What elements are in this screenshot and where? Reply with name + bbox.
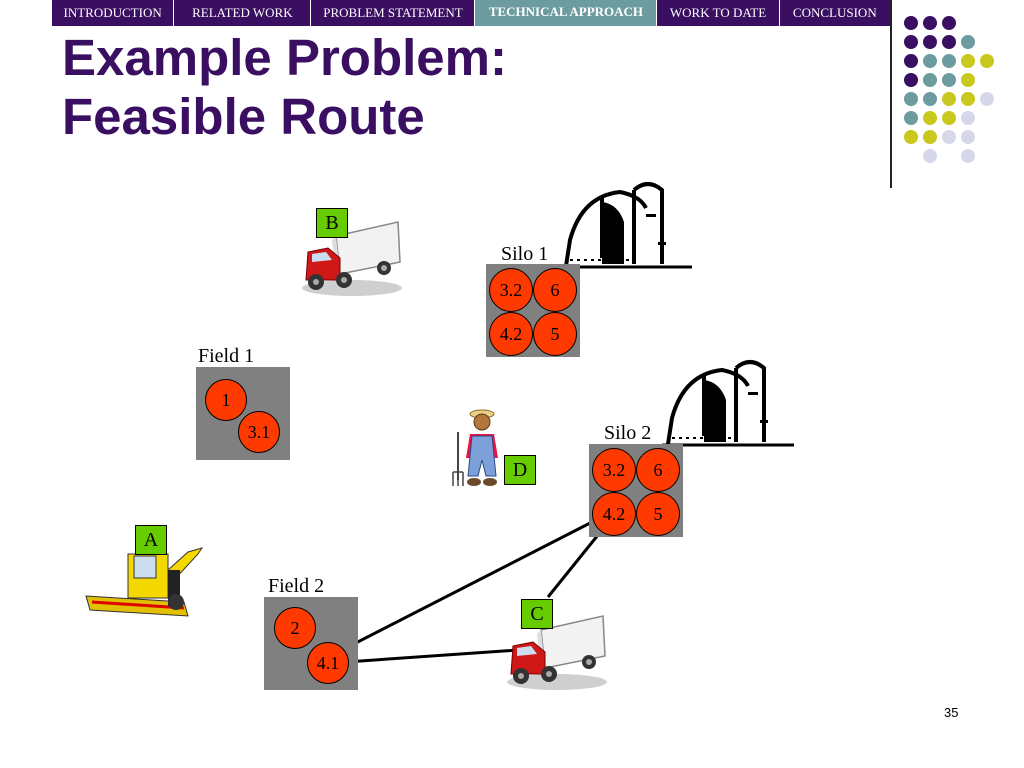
dot bbox=[942, 35, 956, 49]
dot bbox=[923, 54, 937, 68]
task-circle: 5 bbox=[533, 312, 577, 356]
dot bbox=[923, 149, 937, 163]
agent-a-label: A bbox=[135, 525, 167, 555]
dot bbox=[942, 111, 956, 125]
dot bbox=[923, 35, 937, 49]
silo2-label: Silo 2 bbox=[604, 422, 652, 444]
dot bbox=[904, 73, 918, 87]
title-line-2: Feasible Route bbox=[62, 88, 425, 145]
dot bbox=[961, 35, 975, 49]
field1-label: Field 1 bbox=[198, 345, 255, 367]
silo1-task-box: 3.2 6 4.2 5 bbox=[486, 264, 580, 357]
farmer-icon bbox=[452, 409, 498, 486]
task-circle: 2 bbox=[274, 607, 316, 649]
nav-work-to-date[interactable]: WORK TO DATE bbox=[656, 0, 778, 26]
dot bbox=[980, 54, 994, 68]
task-circle: 4.2 bbox=[489, 312, 533, 356]
dot bbox=[961, 111, 975, 125]
silo1-label: Silo 1 bbox=[501, 243, 549, 265]
field1-task-box: 1 3.1 bbox=[196, 367, 290, 460]
dot bbox=[980, 92, 994, 106]
dot bbox=[961, 73, 975, 87]
dot bbox=[961, 92, 975, 106]
nav-problem-statement[interactable]: PROBLEM STATEMENT bbox=[310, 0, 474, 26]
agent-b-label: B bbox=[316, 208, 348, 238]
nav-introduction[interactable]: INTRODUCTION bbox=[63, 5, 162, 20]
task-circle: 4.1 bbox=[307, 642, 349, 684]
task-circle: 5 bbox=[636, 492, 680, 536]
dot bbox=[961, 130, 975, 144]
dot bbox=[923, 92, 937, 106]
dot bbox=[942, 73, 956, 87]
field2-label: Field 2 bbox=[268, 575, 325, 597]
nav-technical-approach[interactable]: TECHNICAL APPROACH bbox=[474, 0, 657, 26]
task-circle: 3.2 bbox=[489, 268, 533, 312]
truck-icon bbox=[302, 221, 402, 296]
dot bbox=[923, 111, 937, 125]
dot bbox=[942, 92, 956, 106]
page-title: Example Problem: Feasible Route bbox=[62, 28, 507, 146]
title-line-1: Example Problem: bbox=[62, 29, 507, 86]
dot bbox=[961, 149, 975, 163]
divider-line bbox=[890, 0, 892, 188]
route-line-field2-truck-c bbox=[345, 648, 519, 664]
task-circle: 1 bbox=[205, 379, 247, 421]
dot bbox=[923, 16, 937, 30]
dot bbox=[904, 111, 918, 125]
dot bbox=[904, 130, 918, 144]
nav-conclusion[interactable]: CONCLUSION bbox=[778, 0, 890, 26]
field2-task-box: 2 4.1 bbox=[264, 597, 358, 690]
dot bbox=[904, 54, 918, 68]
task-circle: 6 bbox=[533, 268, 577, 312]
dot bbox=[904, 16, 918, 30]
dot bbox=[904, 92, 918, 106]
truck-icon bbox=[507, 615, 607, 690]
route-line-field2-silo2 bbox=[345, 518, 597, 650]
page-number: 35 bbox=[944, 705, 959, 720]
dot bbox=[923, 130, 937, 144]
dot bbox=[942, 130, 956, 144]
agent-c-label: C bbox=[521, 599, 553, 629]
barn-silo-icon bbox=[662, 360, 794, 447]
barn-silo-icon bbox=[560, 182, 692, 269]
route-line-truck-c-silo2 bbox=[546, 529, 604, 598]
task-circle: 3.2 bbox=[592, 448, 636, 492]
dot bbox=[923, 73, 937, 87]
top-nav: INTRODUCTION RELATED WORK PROBLEM STATEM… bbox=[52, 0, 890, 26]
dot bbox=[904, 35, 918, 49]
dot bbox=[961, 54, 975, 68]
dot bbox=[942, 54, 956, 68]
agent-d-label: D bbox=[504, 455, 536, 485]
task-circle: 3.1 bbox=[238, 411, 280, 453]
silo2-task-box: 3.2 6 4.2 5 bbox=[589, 444, 683, 537]
task-circle: 6 bbox=[636, 448, 680, 492]
nav-related-work[interactable]: RELATED WORK bbox=[173, 0, 310, 26]
task-circle: 4.2 bbox=[592, 492, 636, 536]
dot bbox=[942, 16, 956, 30]
